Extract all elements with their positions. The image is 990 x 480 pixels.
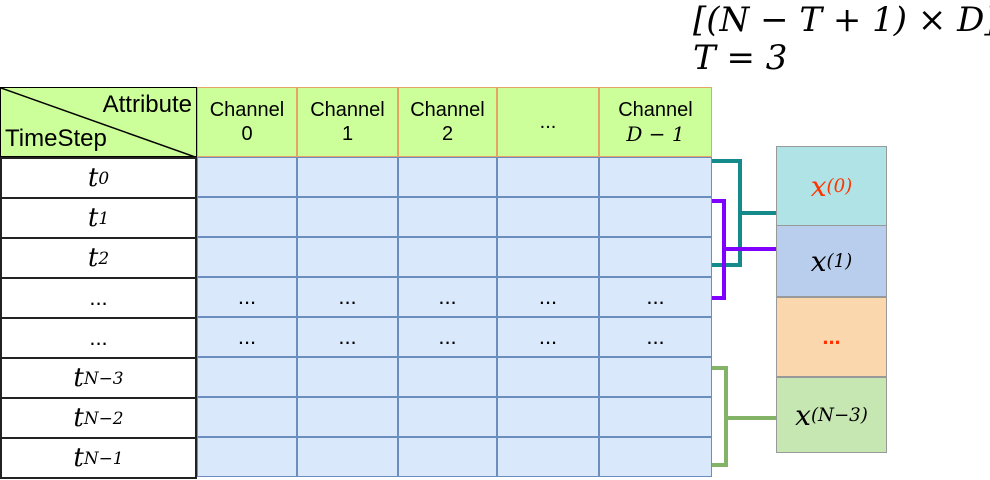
table-cell: ... — [497, 317, 599, 357]
table-cell: ... — [398, 277, 497, 317]
table-cell — [497, 157, 599, 197]
channel-header-index: 2 — [441, 123, 454, 145]
table-cell — [297, 357, 398, 397]
table-cell — [197, 157, 297, 197]
table-cell — [197, 397, 297, 437]
table-cell — [398, 197, 497, 237]
table-cell — [599, 237, 712, 277]
window-superscript: (0) — [826, 175, 853, 197]
table-cell — [497, 437, 599, 477]
table-cell — [599, 397, 712, 437]
window-brackets — [712, 159, 776, 467]
table-cell: ... — [497, 277, 599, 317]
timestep-label: TimeStep — [5, 125, 107, 152]
attribute-label: Attribute — [102, 91, 192, 118]
bracket-window-1 — [712, 199, 776, 300]
table-cell — [197, 237, 297, 277]
table-cell — [398, 397, 497, 437]
window-superscript: (1) — [826, 250, 853, 272]
channel-header-label: Channel — [209, 99, 285, 121]
corner-header: Attribute TimeStep — [0, 87, 197, 157]
corner-diagonal — [1, 88, 195, 156]
window-base: x — [795, 398, 811, 432]
channel-header-index: D − 1 — [626, 122, 685, 146]
table-cell: ... — [599, 317, 712, 357]
row-label-base: t — [87, 243, 99, 273]
table-cell — [197, 357, 297, 397]
table-cell — [398, 237, 497, 277]
window-box-0: x(0) — [776, 146, 887, 226]
row-label-subscript: N−2 — [83, 408, 124, 428]
formula-line-2: T = 3 — [693, 38, 788, 78]
table-cell — [599, 437, 712, 477]
table-cell — [497, 357, 599, 397]
row-label-4: ... — [0, 317, 197, 359]
table-cell — [297, 157, 398, 197]
table-cell — [497, 397, 599, 437]
row-label-base: t — [73, 363, 84, 393]
row-label-base: t — [87, 203, 99, 233]
row-label-subscript: 1 — [98, 208, 110, 228]
table-cell — [398, 157, 497, 197]
window-box-3: x(N−3) — [776, 377, 887, 453]
row-label-subscript: 0 — [98, 168, 110, 188]
window-base: x — [810, 244, 827, 278]
channel-header-label: Channel — [310, 99, 385, 121]
channel-header-3: ... — [497, 87, 599, 157]
window-superscript: (N−3) — [810, 404, 868, 426]
channel-header-label: Channel — [618, 99, 693, 121]
table-cell: ... — [297, 317, 398, 357]
table-cell — [497, 197, 599, 237]
table-cell: ... — [197, 277, 297, 317]
row-label-base: t — [73, 403, 84, 433]
table-cell — [599, 357, 712, 397]
row-label-subscript: 2 — [98, 248, 110, 268]
bracket-window-n3 — [712, 366, 776, 467]
row-label-base: t — [87, 163, 99, 193]
table-cell: ... — [398, 317, 497, 357]
window-base: x — [810, 169, 827, 203]
formula-line-1: [(N − T + 1) × D] — [693, 0, 990, 40]
channel-header-label: Channel — [410, 99, 485, 121]
table-cell — [398, 357, 497, 397]
row-label-base: ... — [89, 285, 108, 310]
row-label-base: t — [73, 443, 84, 473]
row-label-subscript: N−3 — [83, 368, 124, 388]
table-cell — [497, 237, 599, 277]
table-cell — [297, 197, 398, 237]
bracket-window-0 — [712, 159, 776, 267]
table-cell — [599, 157, 712, 197]
row-label-subscript: N−1 — [83, 448, 124, 468]
row-label-base: ... — [89, 325, 108, 350]
window-base: ... — [822, 324, 841, 349]
channel-header-index: 1 — [341, 123, 354, 145]
table-cell: ... — [297, 277, 398, 317]
window-box-1: x(1) — [776, 225, 887, 297]
table-cell — [197, 197, 297, 237]
row-label-3: ... — [0, 277, 197, 319]
table-cell — [197, 437, 297, 477]
table-cell — [297, 437, 398, 477]
table-cell — [297, 237, 398, 277]
table-cell — [599, 197, 712, 237]
table-cell: ... — [599, 277, 712, 317]
table-cell — [398, 437, 497, 477]
channel-header-index: 0 — [241, 123, 253, 145]
table-cell — [297, 397, 398, 437]
channel-header-label: ... — [539, 111, 557, 133]
table-cell: ... — [197, 317, 297, 357]
window-box-2: ... — [776, 297, 887, 377]
